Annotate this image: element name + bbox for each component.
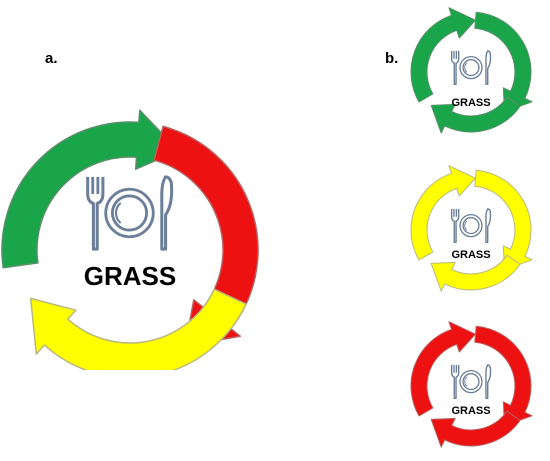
plate-icon: [104, 187, 155, 239]
cycle-arrows: [1, 109, 259, 370]
grass-cycle-green: GRASS: [405, 2, 535, 137]
fork-icon: [450, 50, 460, 86]
green-arrow-1: [410, 7, 476, 103]
knife-icon: [160, 175, 174, 251]
cycle-arrows: [410, 7, 533, 134]
green-arrow-3: [430, 96, 521, 134]
grass-cycle-green-diagram: GRASS: [410, 7, 533, 134]
fork-icon: [450, 364, 460, 400]
red-arrow-1: [410, 321, 476, 417]
grass-title: GRASS: [84, 261, 176, 291]
fork-icon: [450, 208, 460, 244]
panel-b-label: b.: [385, 50, 399, 67]
green-arrow: [1, 109, 180, 269]
grass-cycle-yellow-diagram: GRASS: [410, 165, 533, 292]
knife-icon: [485, 208, 492, 244]
knife-icon: [485, 50, 492, 86]
green-arrow-2: [474, 11, 533, 113]
grass-cycle-main: GRASS: [0, 80, 270, 370]
yellow-arrow-1: [410, 165, 476, 261]
knife-icon: [485, 364, 492, 400]
plate-icon: [459, 369, 483, 394]
red-arrow: [153, 125, 259, 347]
tableware-icon-group: [86, 175, 174, 251]
tableware-icon-group: [450, 50, 492, 86]
cycle-arrows: [410, 165, 533, 292]
red-arrow-3: [430, 410, 521, 448]
yellow-arrow-2: [474, 169, 533, 271]
red-arrow-2: [474, 325, 533, 427]
plate-icon: [459, 55, 483, 80]
fork-icon: [86, 176, 105, 251]
grass-cycle-red-diagram: GRASS: [410, 321, 533, 448]
grass-title: GRASS: [451, 97, 490, 109]
plate-icon: [459, 213, 483, 238]
tableware-icon-group: [450, 364, 492, 400]
panel-a-label: a.: [45, 50, 58, 67]
grass-cycle-red: GRASS: [405, 316, 535, 451]
grass-cycle-yellow: GRASS: [405, 160, 535, 295]
cycle-arrows: [410, 321, 533, 448]
grass-title: GRASS: [451, 249, 490, 261]
grass-cycle-main-diagram: GRASS: [1, 109, 259, 370]
tableware-icon-group: [450, 208, 492, 244]
yellow-arrow: [29, 288, 247, 370]
grass-title: GRASS: [451, 405, 490, 417]
yellow-arrow-3: [430, 254, 521, 292]
